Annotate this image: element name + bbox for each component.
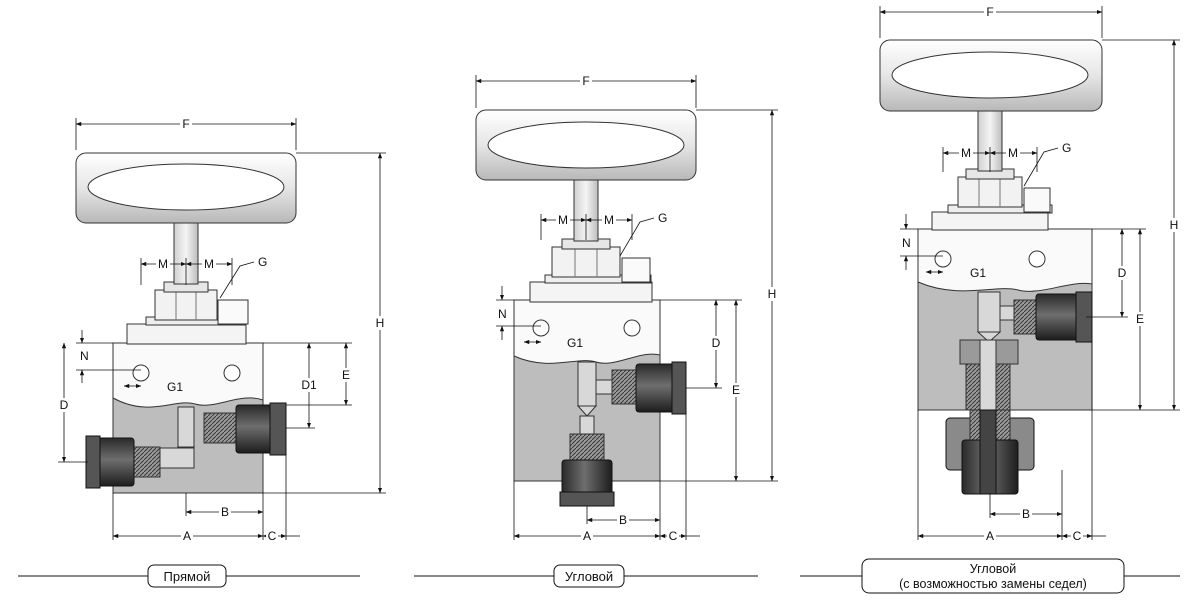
label-N: N	[498, 307, 507, 321]
label-G1: G1	[970, 266, 986, 280]
side-port-left	[85, 435, 161, 489]
stem	[173, 219, 199, 285]
label-N: N	[902, 236, 911, 250]
diagram-angle: F M M G N G1 D E H B A C Угловой	[414, 74, 778, 588]
label-D1: D1	[301, 378, 317, 392]
label-D: D	[1118, 266, 1127, 280]
label-C: C	[669, 529, 678, 543]
label-M-right: M	[1008, 146, 1018, 160]
label-M-left: M	[158, 257, 168, 271]
valve-body	[917, 228, 1093, 411]
label-H: H	[1170, 218, 1179, 232]
diagram-straight: F M M G N G1 D D1 E H B A C	[18, 117, 386, 588]
caption-angle-text: Угловой	[565, 569, 613, 584]
label-A: A	[183, 529, 191, 543]
caption-straight-text: Прямой	[164, 569, 211, 584]
dimension-labels: F M M G N G1 D E H B A C	[902, 5, 1180, 543]
label-H: H	[376, 316, 385, 330]
caption-angle: Угловой	[414, 564, 758, 588]
label-G1: G1	[567, 336, 583, 350]
diagram-angle-replaceable: F M M G N G1 D E H B A C Угловой (	[800, 5, 1180, 594]
label-C: C	[268, 529, 277, 543]
label-D: D	[60, 398, 69, 412]
dimension-labels: F M M G N G1 D E H B A C	[498, 74, 778, 543]
side-port-right	[1013, 291, 1093, 343]
dimension-labels: F M M G N G1 D D1 E H B A C	[57, 117, 386, 543]
bonnet-nut	[126, 281, 249, 345]
side-port-right	[203, 402, 287, 456]
label-G: G	[1062, 141, 1071, 155]
bonnet-nut	[529, 238, 653, 303]
label-G: G	[258, 255, 267, 269]
label-A: A	[583, 529, 591, 543]
label-E: E	[342, 368, 350, 382]
label-A: A	[986, 529, 994, 543]
label-M-right: M	[204, 257, 214, 271]
caption-straight: Прямой	[18, 564, 360, 588]
caption-angle-replaceable: Угловой (с возможностью замены седел)	[800, 558, 1180, 594]
label-M-right: M	[604, 213, 614, 227]
label-G: G	[658, 211, 667, 225]
label-D: D	[712, 336, 721, 350]
label-M-left: M	[558, 213, 568, 227]
t-handle	[75, 152, 297, 224]
label-B: B	[619, 513, 627, 527]
t-handle	[879, 39, 1103, 112]
label-B: B	[221, 505, 229, 519]
label-F: F	[182, 117, 189, 131]
label-N: N	[80, 349, 89, 363]
label-C: C	[1073, 529, 1082, 543]
bottom-port	[559, 433, 615, 507]
bonnet-nut	[931, 168, 1053, 231]
t-handle	[475, 109, 697, 181]
bottom-seat-retainer	[945, 409, 1035, 495]
caption-angle-replaceable-line2: (с возможностью замены седел)	[899, 577, 1087, 591]
label-M-left: M	[961, 146, 971, 160]
label-B: B	[1022, 507, 1030, 521]
label-E: E	[732, 383, 740, 397]
label-F: F	[582, 74, 589, 88]
label-H: H	[768, 287, 777, 301]
label-G1: G1	[167, 380, 183, 394]
label-E: E	[1136, 312, 1144, 326]
caption-angle-replaceable-line1: Угловой	[970, 562, 1017, 576]
label-F: F	[986, 5, 993, 19]
